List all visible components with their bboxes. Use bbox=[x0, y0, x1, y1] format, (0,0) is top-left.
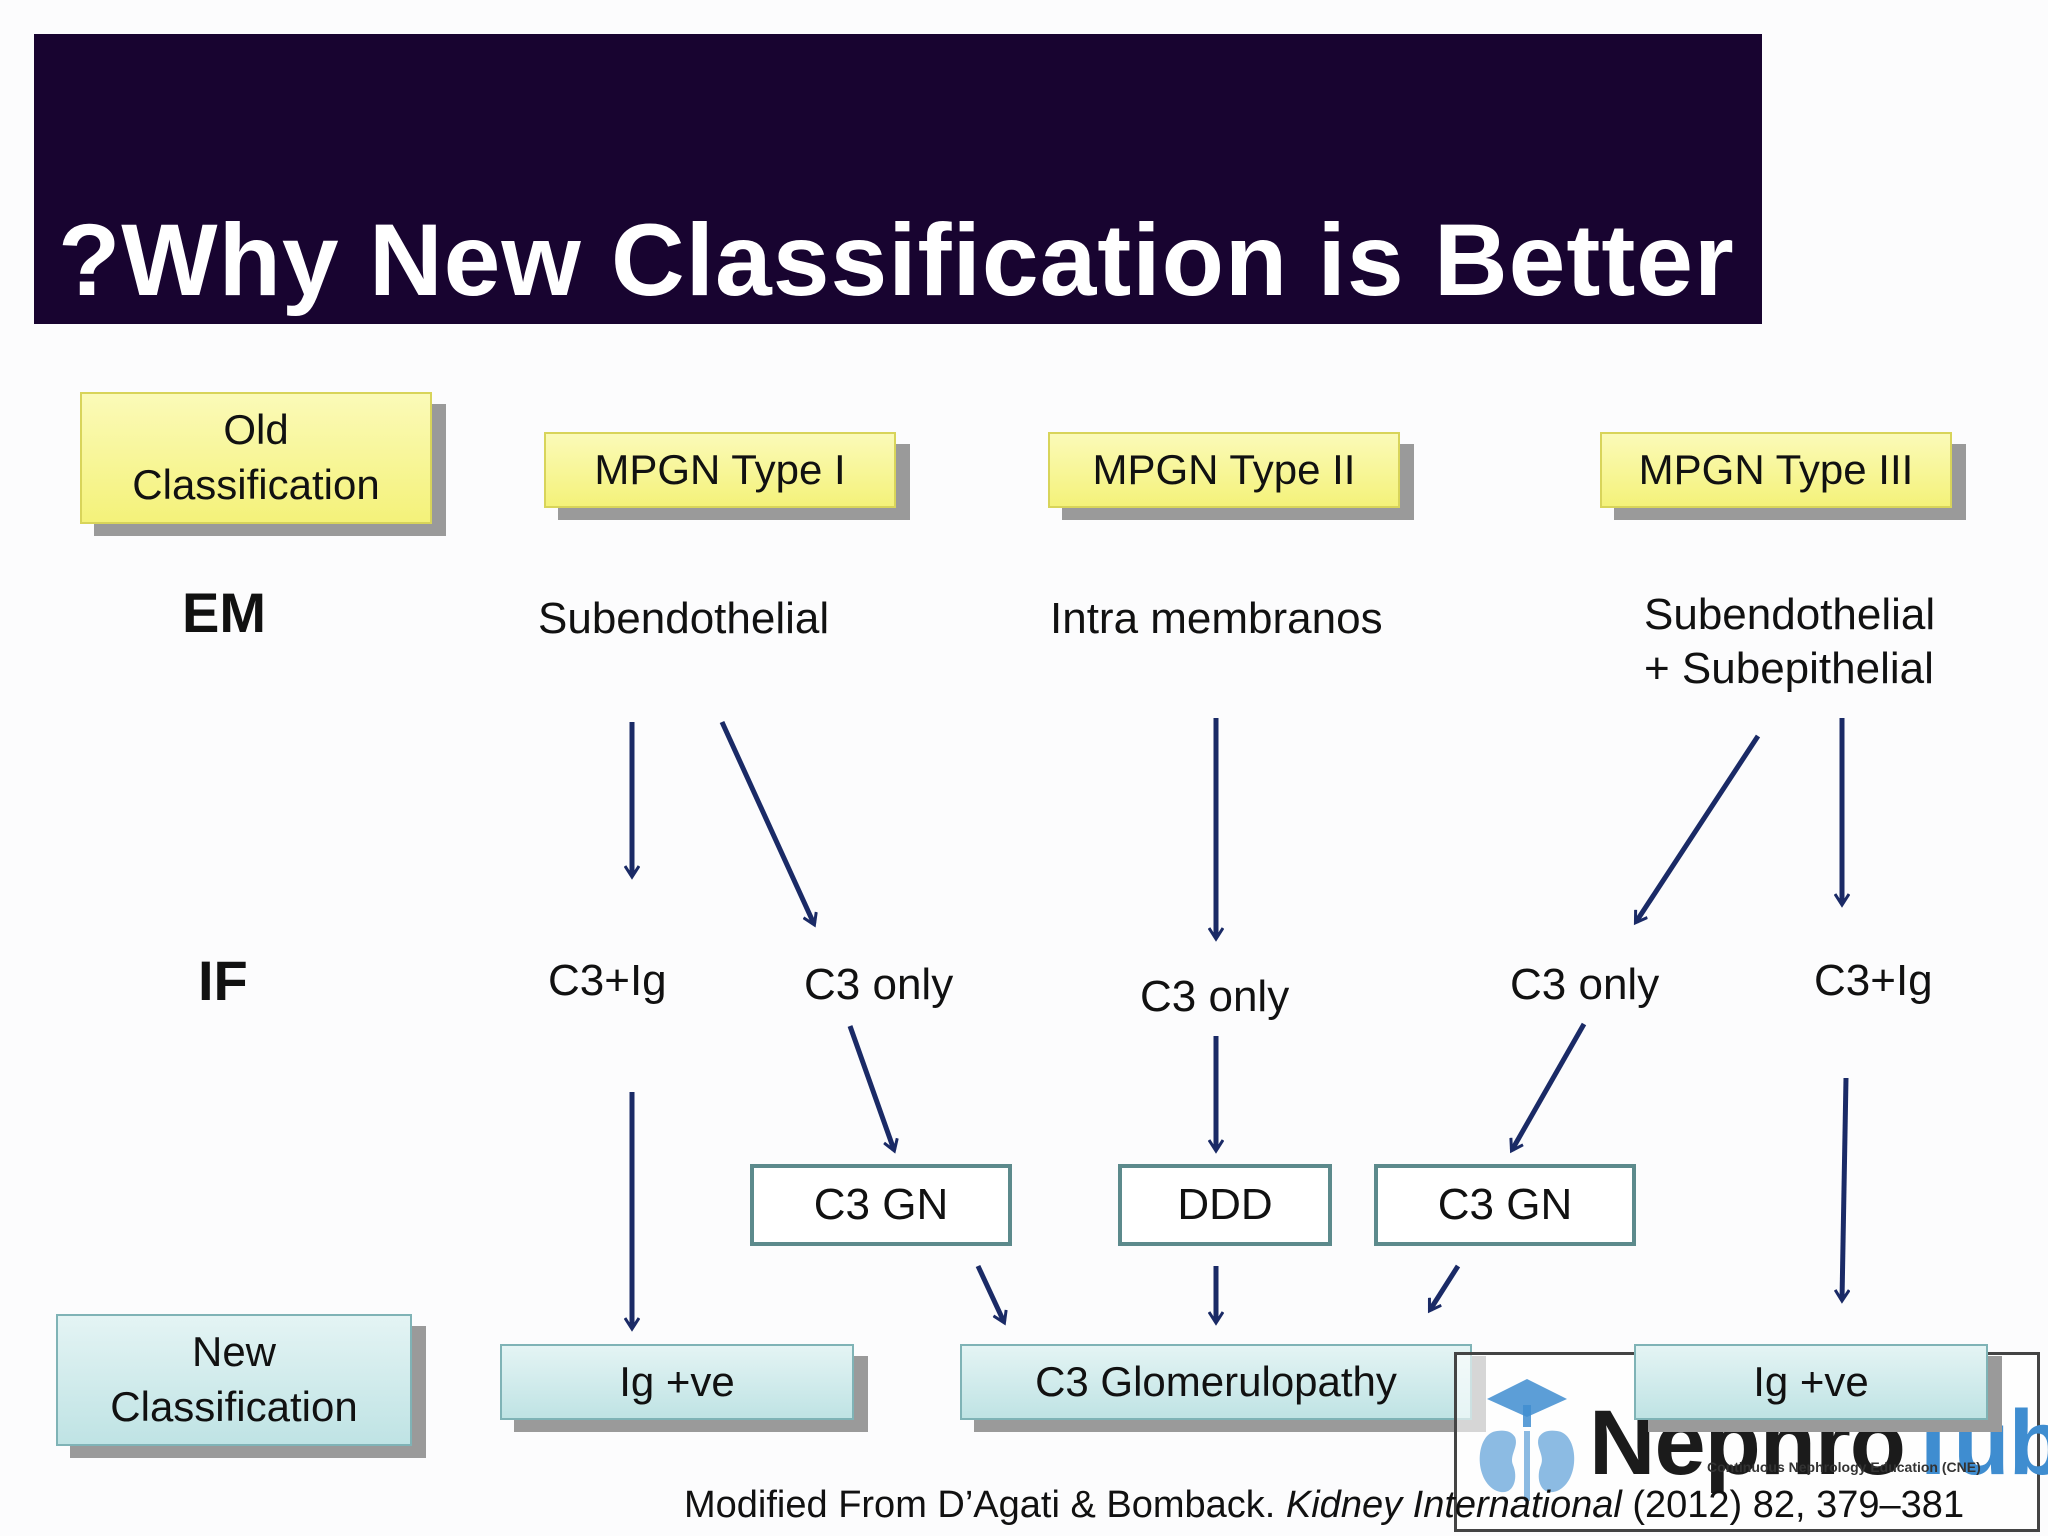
em-type3-text-line1: Subendothelial bbox=[1644, 590, 1936, 639]
arrow-if-c3only-to-c3gn bbox=[847, 1025, 894, 1150]
arrow-if3-c3only-to-c3gn bbox=[1512, 1022, 1587, 1150]
em-type3-text-line2: + Subepithelial bbox=[1644, 644, 1934, 693]
citation-journal: Kidney International bbox=[1285, 1484, 1622, 1526]
citation-prefix: Modified From D’Agati & Bomback. bbox=[684, 1484, 1286, 1526]
ig-positive-left-label: Ig +ve bbox=[619, 1357, 735, 1405]
c3gn-right-label: C3 GN bbox=[1437, 1180, 1573, 1230]
mpgn-type-2-box: MPGN Type II bbox=[1048, 432, 1400, 508]
em-type1-text: Subendothelial bbox=[538, 594, 830, 643]
mpgn-type-1-label: MPGN Type I bbox=[594, 445, 846, 493]
new-classification-label: New Classification bbox=[110, 1328, 358, 1430]
c3-glomerulopathy-label: C3 Glomerulopathy bbox=[1035, 1357, 1397, 1405]
ddd-label: DDD bbox=[1177, 1180, 1273, 1230]
c3-glomerulopathy-box: C3 Glomerulopathy bbox=[960, 1344, 1472, 1420]
if-t3-c3ig: C3+Ig bbox=[1814, 956, 1933, 1005]
arrow-c3gn2-to-c3g bbox=[1427, 1264, 1461, 1310]
if-t3-c3only: C3 only bbox=[1510, 960, 1660, 1009]
ddd-box: DDD bbox=[1118, 1164, 1332, 1246]
citation: Modified From D’Agati & Bomback. Kidney … bbox=[684, 1484, 1964, 1527]
ig-positive-left-box: Ig +ve bbox=[500, 1344, 854, 1420]
title-bar: ?Why New Classification is Better bbox=[34, 34, 1762, 324]
arrow-c3gn-to-c3g bbox=[975, 1264, 1004, 1322]
kidney-graduation-icon bbox=[1479, 1379, 1575, 1501]
if-t1-c3ig: C3+Ig bbox=[548, 956, 667, 1005]
ig-positive-right-box: Ig +ve bbox=[1634, 1344, 1988, 1420]
if-row-label: IF bbox=[198, 949, 248, 1012]
ig-positive-right-label: Ig +ve bbox=[1753, 1357, 1869, 1405]
arrow-em1-if-c3only bbox=[719, 720, 814, 924]
mpgn-type-1-box: MPGN Type I bbox=[544, 432, 896, 508]
old-classification-box: Old Classification bbox=[80, 392, 432, 524]
mpgn-type-3-box: MPGN Type III bbox=[1600, 432, 1952, 508]
if-t2-c3only: C3 only bbox=[1140, 972, 1290, 1021]
c3gn-left-label: C3 GN bbox=[813, 1180, 949, 1230]
citation-suffix: (2012) 82, 379–381 bbox=[1621, 1484, 1965, 1526]
mpgn-type-2-label: MPGN Type II bbox=[1092, 445, 1356, 493]
em-type2-text: Intra membranos bbox=[1050, 594, 1383, 643]
em-row-label: EM bbox=[182, 581, 266, 644]
logo-subtitle: Continuous Nephrology Education (CNE) bbox=[1707, 1459, 1981, 1475]
arrow-if3-c3ig-to-ig bbox=[1842, 1077, 1846, 1300]
new-classification-box: New Classification bbox=[56, 1314, 412, 1446]
arrow-em3-if-c3only bbox=[1633, 734, 1761, 922]
c3gn-right-box: C3 GN bbox=[1374, 1164, 1636, 1246]
mpgn-type-3-label: MPGN Type III bbox=[1638, 445, 1914, 493]
page-title: ?Why New Classification is Better bbox=[58, 203, 1735, 317]
c3gn-left-box: C3 GN bbox=[750, 1164, 1012, 1246]
if-t1-c3only: C3 only bbox=[804, 960, 954, 1009]
old-classification-label: Old Classification bbox=[132, 406, 380, 508]
